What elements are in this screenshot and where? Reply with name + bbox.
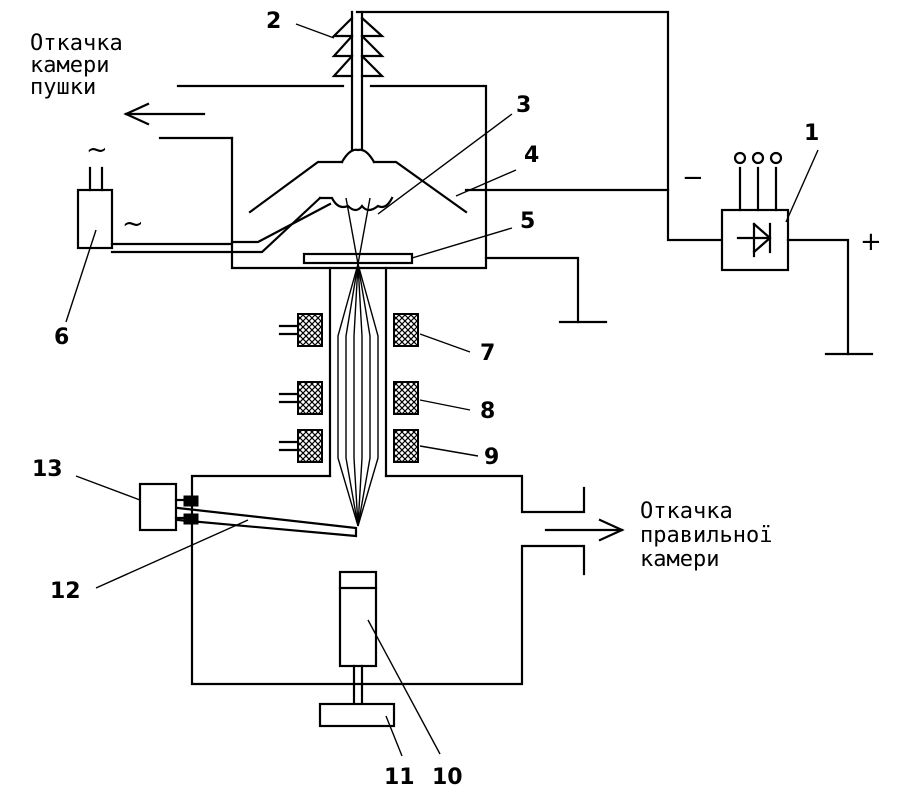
lens-8-right [393,381,419,415]
electron-beam [337,197,379,527]
control-electrode [248,148,670,214]
workpiece-holder [318,570,396,728]
gun-pump-label-1: Откачка [30,31,123,56]
label-7: 7 [480,341,495,366]
gun-chamber [158,84,488,270]
gun-pump-arrow [123,102,206,126]
label-2: 2 [266,9,281,34]
hv-insulator [331,10,724,242]
label-5: 5 [520,209,535,234]
leader-lines [65,23,819,757]
work-pump-arrow [544,518,625,542]
probe-assembly [138,482,358,538]
ac-symbol-top: ~ [86,135,108,165]
label-13: 13 [32,457,63,482]
sensor-box [138,482,178,532]
lens-9-left [297,429,323,463]
work-pump-label-1: Откачка [640,499,733,524]
lens-7-right [393,313,419,347]
label-9: 9 [484,445,499,470]
ac-symbol-side: ~ [122,209,144,239]
electron-column [328,266,388,478]
label-8: 8 [480,399,495,424]
cathode [230,196,394,254]
label-6: 6 [54,325,69,350]
anode-plate [302,252,608,324]
holder-body [338,570,378,668]
label-3: 3 [516,93,531,118]
label-12: 12 [50,579,81,604]
label-10: 10 [432,765,463,790]
label-11: 11 [384,765,415,790]
lens-8-left [297,381,323,415]
heater-supply-box [76,188,114,250]
gun-pump-label-3: пушки [30,75,96,100]
label-1: 1 [804,121,819,146]
work-pump-label-3: камери [640,547,719,572]
magnetic-lenses [278,313,419,463]
lens-7-left [297,313,323,347]
minus-sign: − [682,163,704,193]
work-pump-label-2: правильної [640,523,772,548]
working-chamber [190,474,586,686]
heater-supply [76,166,234,254]
holder-base [318,702,396,728]
gun-pump-label-2: камери [30,53,109,78]
label-4: 4 [524,143,539,168]
hv-power-supply [720,151,874,356]
lens-9-right [393,429,419,463]
plus-sign: + [860,227,882,257]
